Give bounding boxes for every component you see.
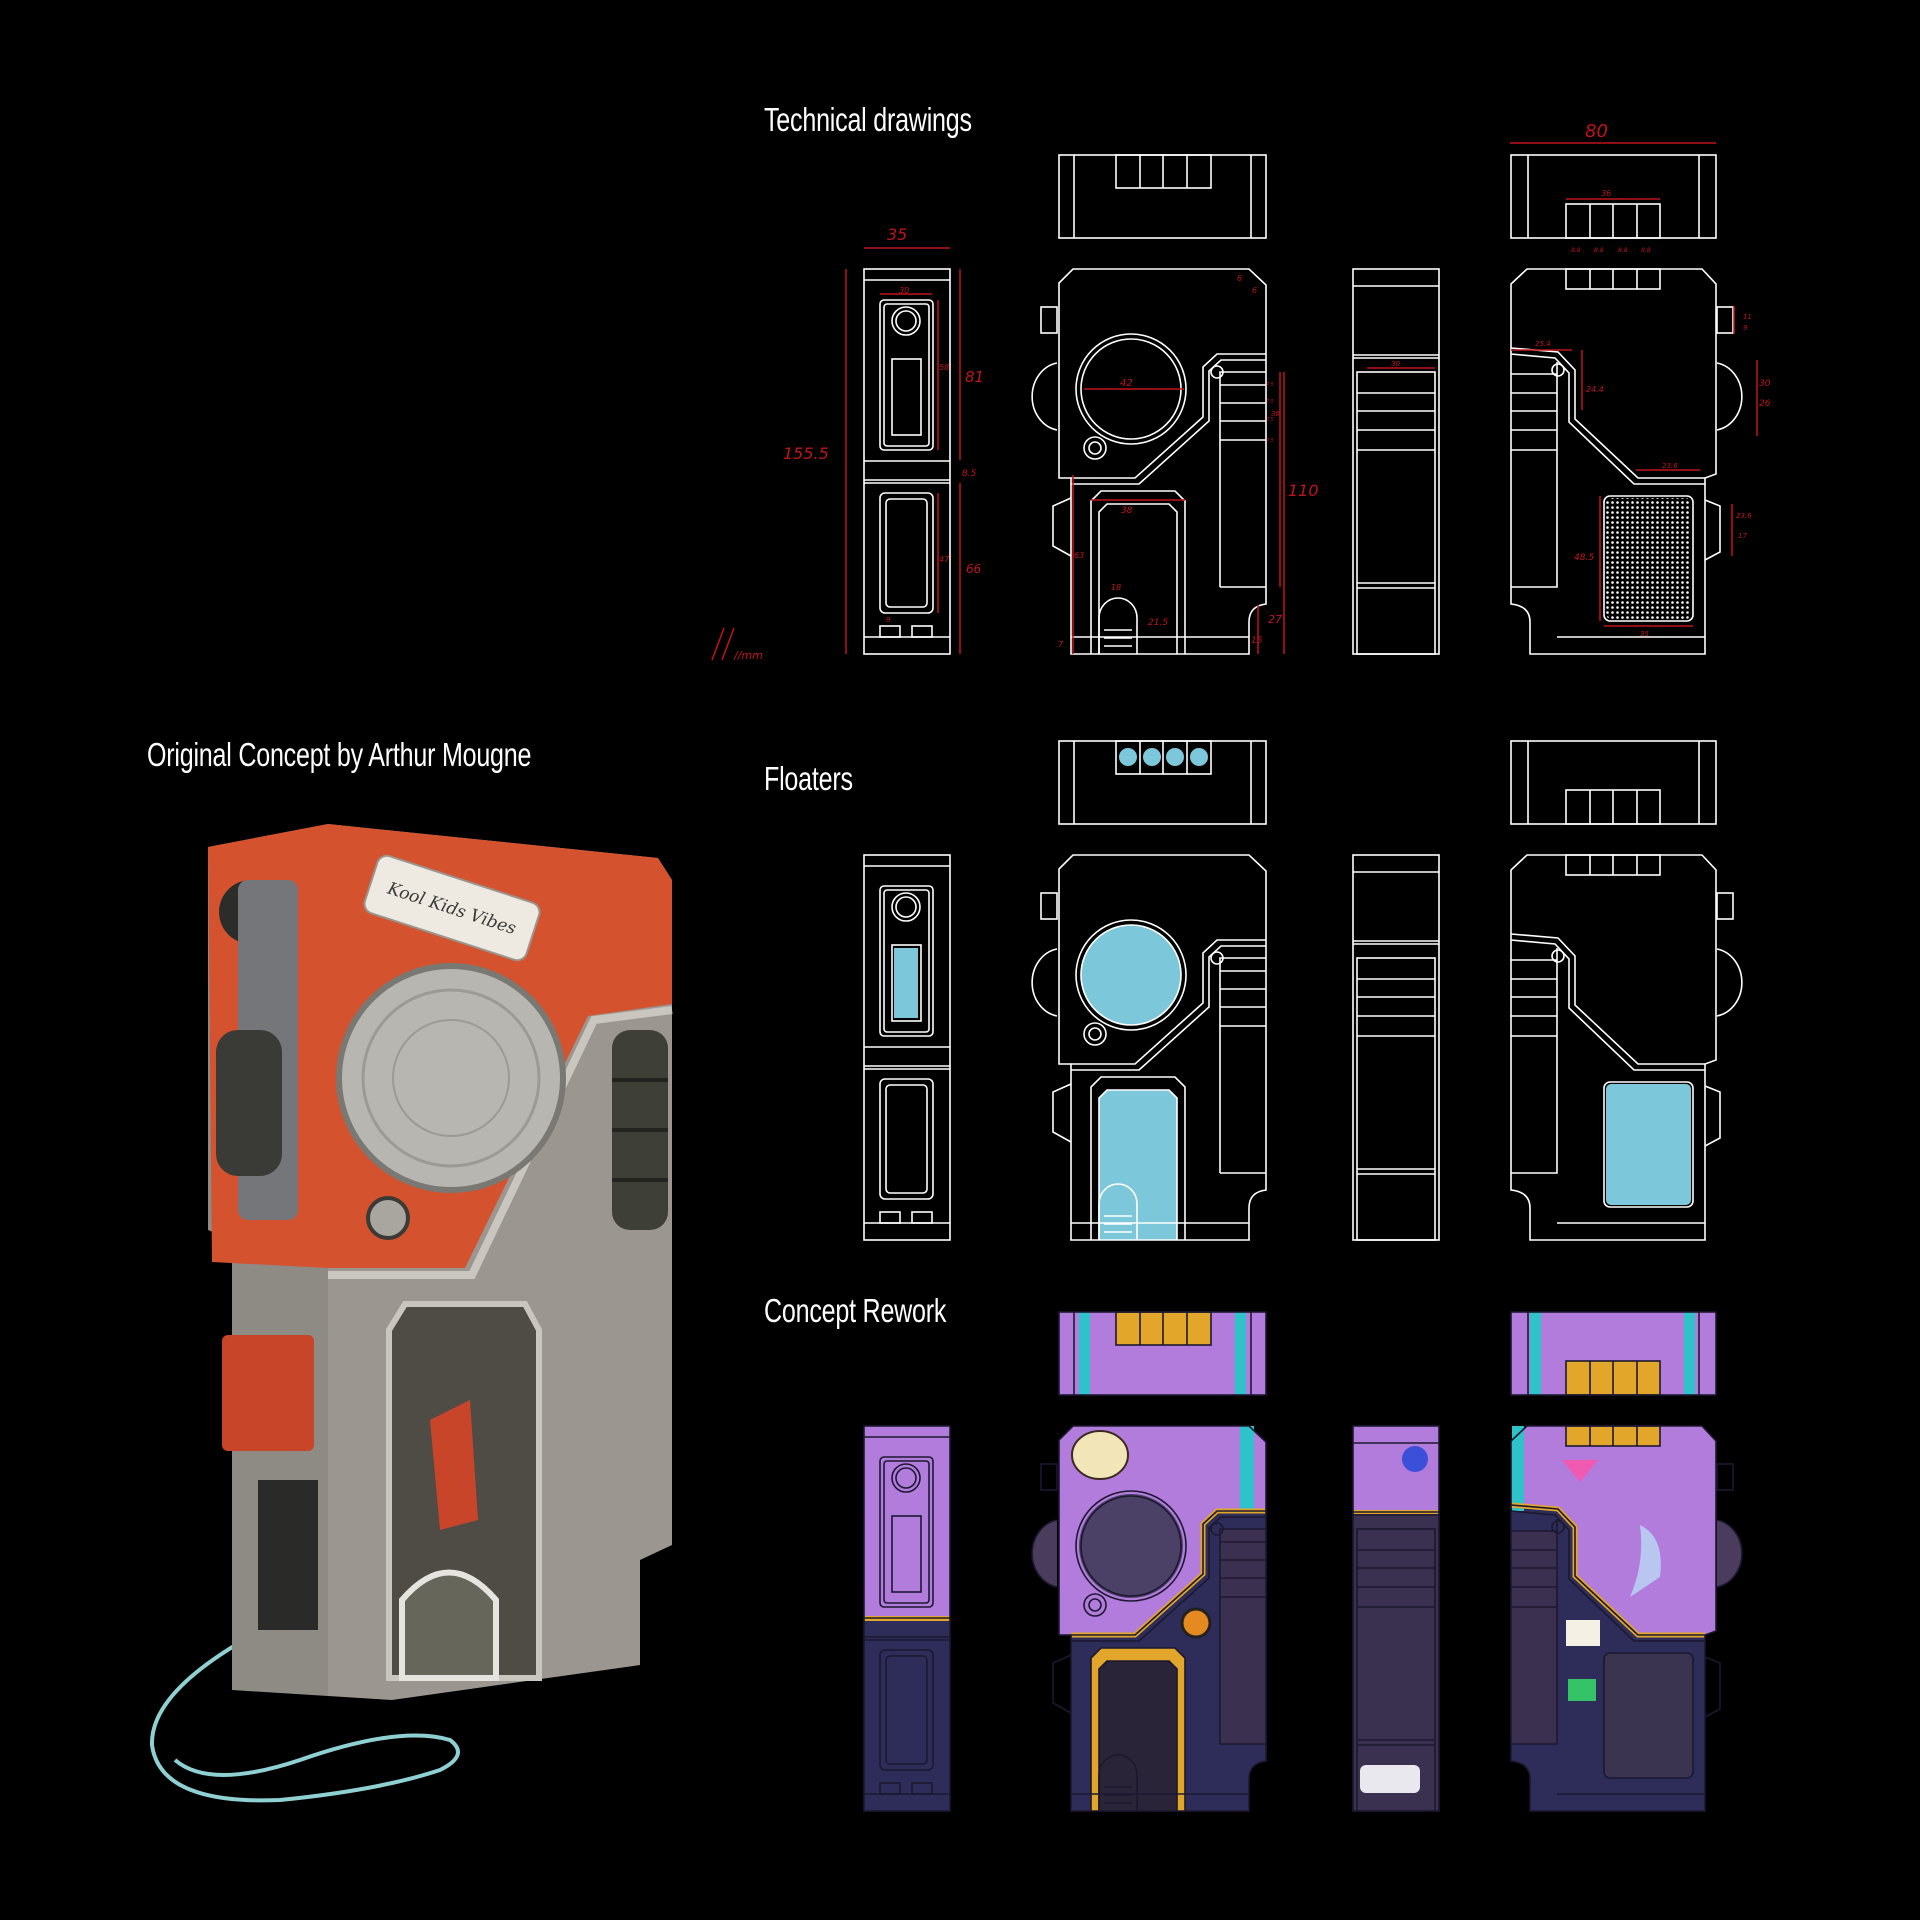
floaters-heading: Floaters — [764, 760, 853, 797]
floater-window — [1099, 1090, 1177, 1240]
device-red-button — [222, 1335, 314, 1451]
dim-label: 7 — [1058, 640, 1064, 649]
dim-label: 21.5 — [1148, 618, 1168, 628]
dim-label: 24.4 — [1586, 385, 1604, 394]
dim-label: 23.6 — [1662, 462, 1678, 470]
dim-label: 8.5 — [962, 469, 977, 479]
reaper-sticker-icon — [1630, 1525, 1661, 1597]
dim-label: 7.5 — [1266, 399, 1274, 405]
floaters-drawings — [863, 740, 1743, 1241]
dim-label: 42 — [1120, 378, 1133, 389]
device-side-window — [258, 1480, 318, 1630]
dim-label: 38 — [1121, 506, 1133, 516]
floater-slider — [894, 948, 918, 1018]
dim-label: 25.4 — [1535, 340, 1551, 348]
dim-label: 26 — [1759, 399, 1771, 409]
dim-label: 7.5 — [1266, 382, 1274, 388]
technical-drawings-heading: Technical drawings — [764, 101, 972, 138]
floater-cell — [1166, 748, 1184, 766]
dim-label: 48.5 — [1574, 553, 1594, 563]
dim-label: 35 — [887, 225, 907, 244]
units-label: //mm — [733, 649, 763, 662]
dim-label: 8.8 — [1594, 247, 1604, 254]
dim-label: 7.5 — [1266, 417, 1274, 423]
device-arch-door — [399, 1569, 499, 1681]
dim-label: 7.5 — [1266, 438, 1274, 444]
dim-label: 81 — [965, 368, 984, 386]
cat-sticker-icon — [1071, 1430, 1129, 1480]
flame-sticker-icon — [1180, 1607, 1212, 1639]
dim-label: 9 — [886, 616, 891, 624]
device-bottle — [430, 1400, 478, 1530]
dim-label: 30 — [1391, 360, 1400, 368]
car-sticker-icon — [1360, 1765, 1420, 1793]
dim-label: 30 — [1759, 379, 1771, 389]
label-sticker-icon — [1566, 1620, 1600, 1646]
dim-label: 27 — [1268, 613, 1282, 626]
dim-label: 30 — [899, 286, 909, 295]
dim-label: 15 — [1251, 636, 1263, 646]
dim-label: 9 — [1743, 324, 1748, 332]
floater-grille — [1606, 1084, 1691, 1205]
monster-sticker-icon — [1402, 1446, 1428, 1472]
rework-fills — [864, 1312, 1742, 1811]
dim-label: 11 — [1743, 313, 1752, 321]
dim-label: 18 — [1111, 583, 1121, 592]
dim-label: 6 — [1252, 286, 1257, 295]
dim-label: 8.8 — [1618, 247, 1628, 254]
concept-rework-heading: Concept Rework — [764, 1292, 947, 1329]
device-lens — [336, 963, 566, 1193]
floater-highlights — [894, 748, 1691, 1240]
green-sticker-icon — [1568, 1679, 1596, 1701]
dim-label: 23.6 — [1736, 512, 1752, 520]
floater-cell — [1190, 748, 1208, 766]
dim-label: 30 — [1271, 410, 1280, 418]
floater-lens — [1081, 925, 1181, 1025]
lanyard-cord — [149, 1628, 460, 1803]
floater-cell — [1119, 748, 1137, 766]
dim-label: 8.8 — [1571, 247, 1581, 254]
dim-label: 110 — [1288, 481, 1319, 500]
triangle-sticker-icon — [1562, 1460, 1598, 1482]
dimension-lines — [711, 142, 1758, 661]
dim-label: 80 — [1585, 121, 1608, 142]
screw-icon — [366, 1196, 410, 1240]
dim-label: 36 — [1601, 189, 1611, 198]
dim-label: 17 — [1738, 532, 1747, 540]
original-concept-illustration: Kool Kids Vibes — [149, 824, 673, 1803]
dim-label: 63 — [1074, 551, 1084, 560]
rework-drawings — [863, 1311, 1743, 1812]
dim-label: 8.8 — [1641, 247, 1651, 254]
dim-label: 35 — [1640, 630, 1649, 638]
technical-drawings: 35 30 58 81 155.5 8.5 47 66 9 //mm 6 6 4… — [711, 121, 1771, 662]
speaker-grille — [1606, 498, 1691, 619]
dim-label: 6 — [1237, 274, 1242, 283]
dim-label: 155.5 — [783, 444, 829, 463]
dimension-labels: 35 30 58 81 155.5 8.5 47 66 9 //mm 6 6 4… — [733, 121, 1771, 662]
rework-stickers — [1071, 1430, 1661, 1793]
dim-label: 58 — [939, 363, 949, 372]
floater-cell — [1143, 748, 1161, 766]
original-concept-heading: Original Concept by Arthur Mougne — [147, 736, 532, 773]
device-wheel — [216, 1030, 282, 1176]
dim-label: 47 — [939, 555, 950, 564]
dim-label: 66 — [966, 562, 982, 576]
